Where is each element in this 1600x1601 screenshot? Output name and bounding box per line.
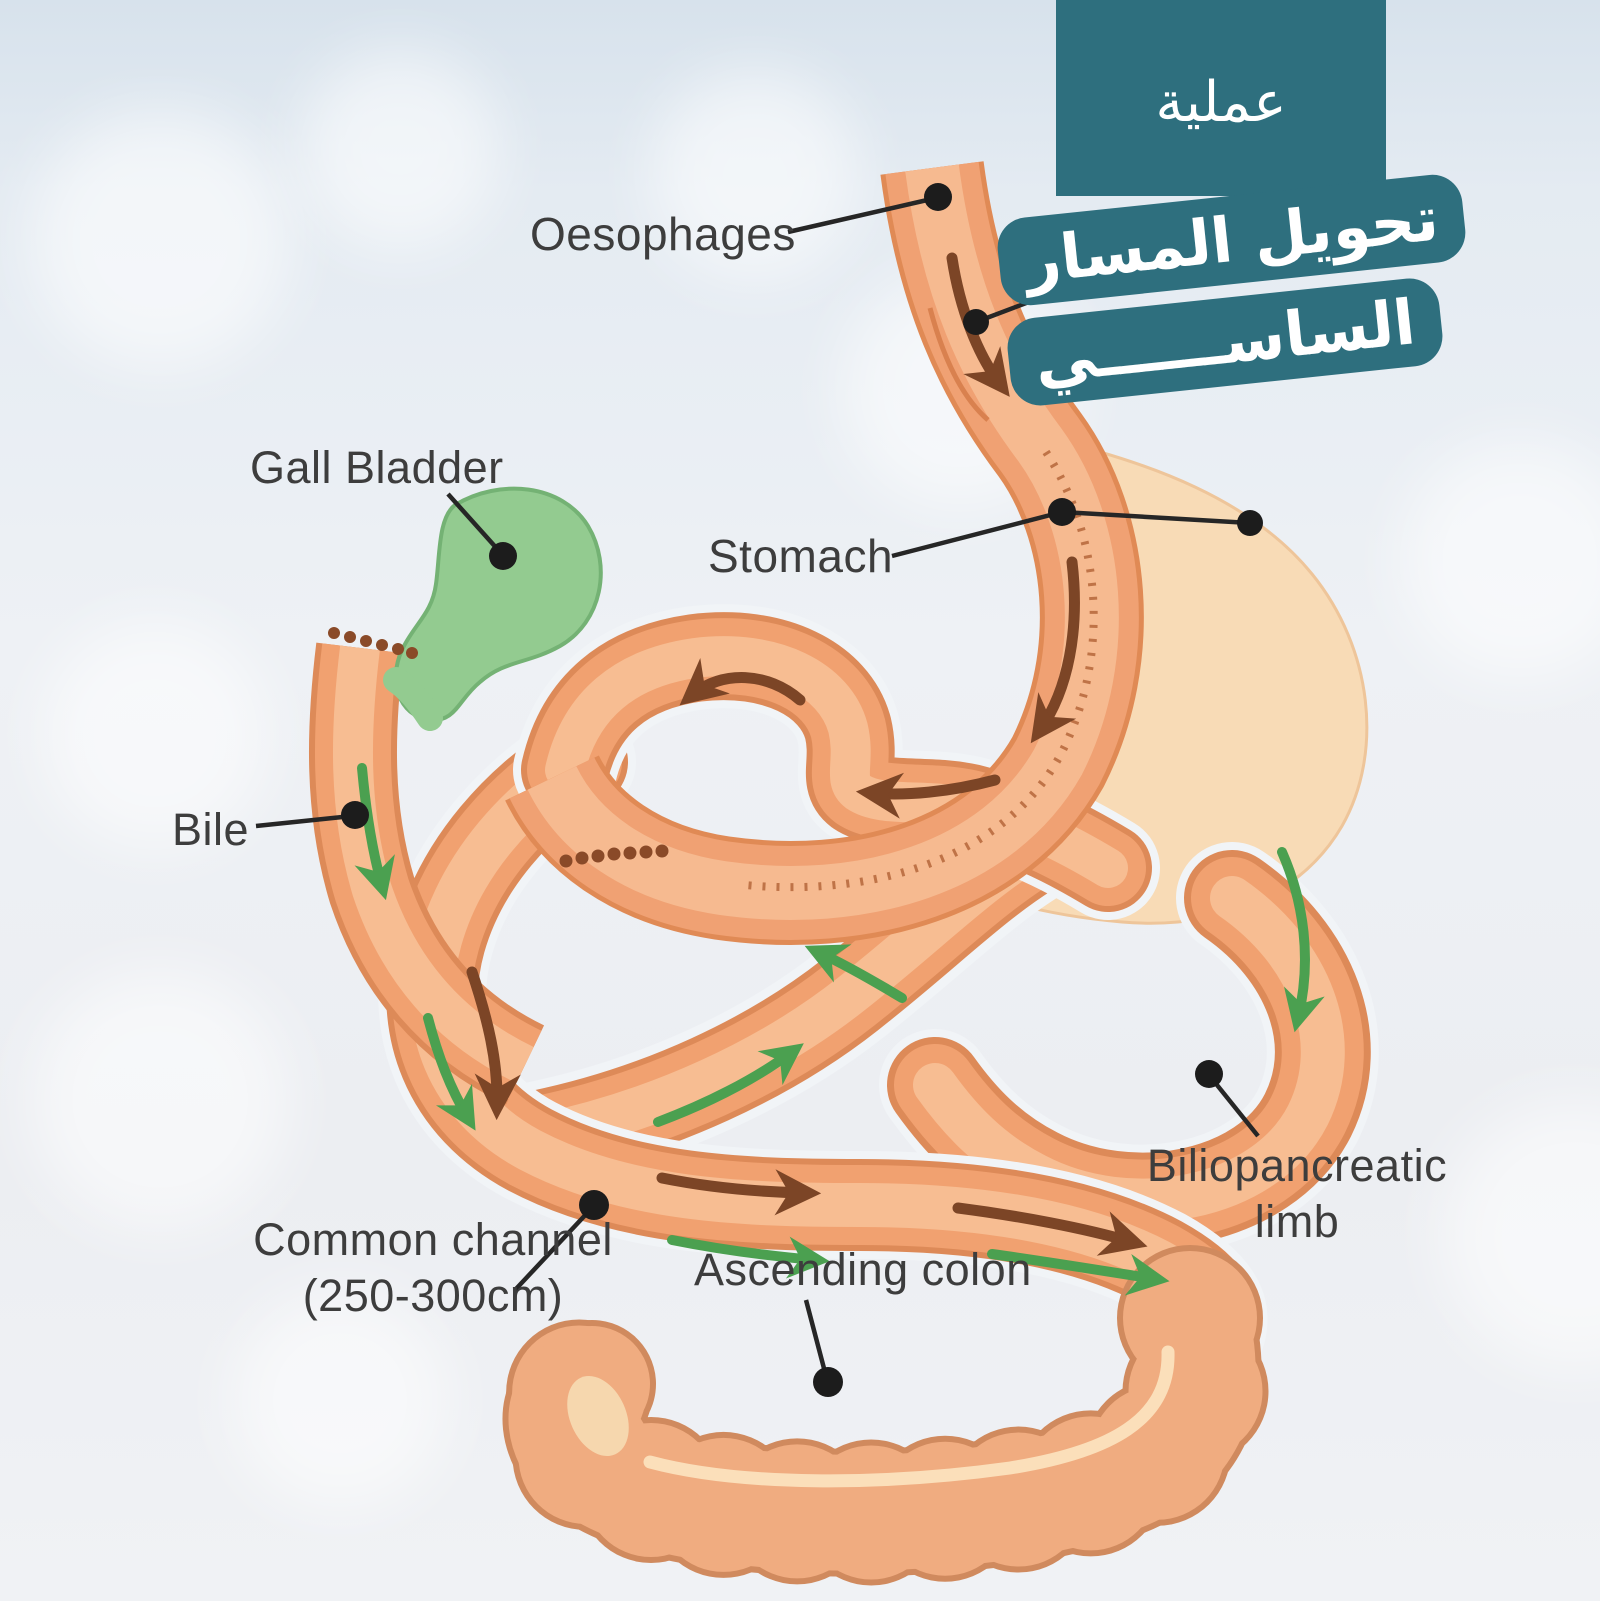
bile-arrow-icon [987, 1249, 1170, 1296]
food-arrow-icon [679, 658, 806, 706]
label-common-channel-line2: (250-300cm) [302, 1270, 564, 1321]
label-common-channel-line1: Common channel [253, 1214, 613, 1265]
background-bokeh [30, 970, 290, 1230]
label-stomach: Stomach [708, 530, 894, 582]
food-arrow-icon [1030, 556, 1080, 744]
food-arrow-icon [855, 772, 1001, 819]
background-bokeh [30, 110, 290, 370]
label-oesophagus: Oesophages [530, 208, 796, 260]
food-arrow-icon [656, 1169, 822, 1216]
label-biliopancreatic-line2: limb [1254, 1196, 1340, 1247]
bile-arrow-icon [1277, 847, 1325, 1033]
badge-word-operation: عملية [1155, 70, 1287, 135]
bile-arrow-icon [653, 1043, 804, 1127]
label-gall-bladder: Gall Bladder [250, 442, 504, 493]
label-biliopancreatic-line1: Biliopancreatic [1146, 1140, 1448, 1191]
background-bokeh [650, 70, 860, 280]
food-flow-arrows [466, 252, 1148, 1256]
bile-arrow-icon [354, 763, 395, 901]
label-common-channel: Common channel (250-300cm) [240, 1212, 626, 1324]
bile-arrow-icon [804, 944, 907, 1003]
background-bokeh [230, 1290, 450, 1510]
label-biliopancreatic-limb: Biliopancreatic limb [1140, 1138, 1454, 1250]
food-arrow-icon [466, 966, 521, 1121]
label-ascending-colon: Ascending colon [694, 1244, 1032, 1295]
bile-flow-arrows [354, 763, 1325, 1296]
leader-lines [255, 183, 1263, 1397]
background-bokeh [40, 620, 270, 850]
staple-line [744, 449, 1098, 892]
staple-dots [328, 627, 669, 868]
bile-arrow-icon [667, 1235, 830, 1279]
background-bokeh [1400, 440, 1600, 680]
background-bokeh [300, 50, 500, 250]
bile-arrow-icon [423, 1013, 476, 1131]
gall-bladder-shape [383, 486, 603, 731]
ascending-colon-shape [493, 1245, 1271, 1586]
food-arrow-icon [952, 1202, 1148, 1256]
procedure-badge: عملية [1056, 0, 1386, 196]
label-bile: Bile [172, 804, 250, 855]
